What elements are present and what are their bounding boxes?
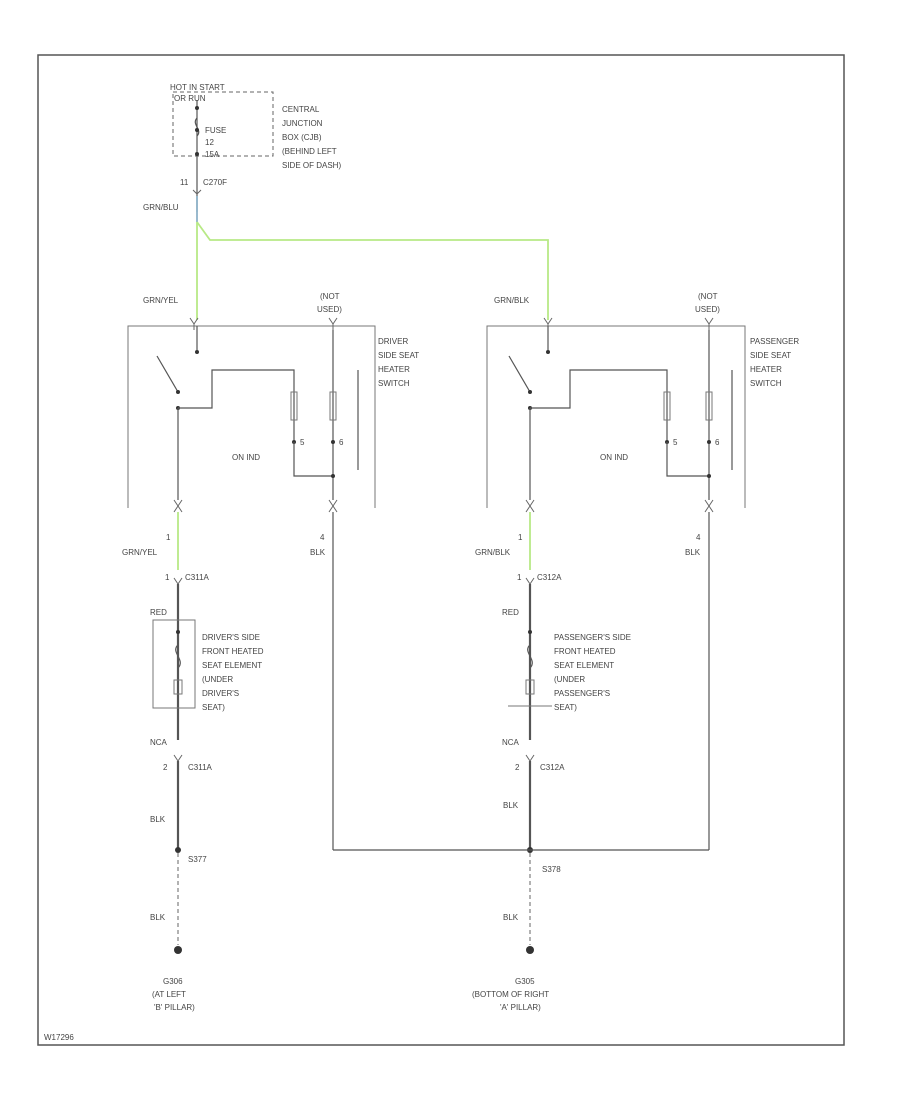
- passenger-hot-used-1: (NOT: [698, 292, 718, 301]
- passenger-pin-5: 5: [673, 438, 678, 447]
- driver-ground-loc-1: (AT LEFT: [152, 990, 186, 999]
- passenger-element-label-5: PASSENGER'S: [554, 689, 610, 698]
- driver-pin-1: 1: [166, 533, 171, 542]
- driver-conn-pin-1: 1: [165, 573, 170, 582]
- driver-pin-4: 4: [320, 533, 325, 542]
- fuse-label-3: 15A: [205, 150, 220, 159]
- passenger-element-label-1: PASSENGER'S SIDE: [554, 633, 631, 642]
- connector-label: C270F: [203, 178, 227, 187]
- driver-element-box: [152, 619, 196, 709]
- passenger-switch-label-4: SWITCH: [750, 379, 782, 388]
- passenger-conn-pin-1: 1: [517, 573, 522, 582]
- driver-splice: S377: [188, 855, 207, 864]
- driver-element-label-2: FRONT HEATED: [202, 647, 264, 656]
- driver-hot-used-2: USED): [317, 305, 342, 314]
- driver-pin-5: 5: [300, 438, 305, 447]
- junction-label-3: BOX (CJB): [282, 133, 322, 142]
- driver-element-label-5: DRIVER'S: [202, 689, 239, 698]
- passenger-conn-2: C312A: [540, 763, 565, 772]
- bus-wire: [196, 221, 549, 320]
- passenger-conn-pin-2: 2: [515, 763, 520, 772]
- driver-element-label-1: DRIVER'S SIDE: [202, 633, 260, 642]
- driver-hot-used-1: (NOT: [320, 292, 340, 301]
- driver-switch-label-4: SWITCH: [378, 379, 410, 388]
- diagram-frame: [37, 54, 845, 1046]
- junction-label-5: SIDE OF DASH): [282, 161, 341, 170]
- passenger-switch-label-3: HEATER: [750, 365, 782, 374]
- footer-ref: W17296: [44, 1033, 74, 1042]
- passenger-switch-contact: [508, 355, 531, 393]
- passenger-hot-used-2: USED): [695, 305, 720, 314]
- driver-conn-pin-2: 2: [163, 763, 168, 772]
- driver-switch-label-3: HEATER: [378, 365, 410, 374]
- passenger-splice: S378: [542, 865, 561, 874]
- connector-symbol: [192, 189, 202, 195]
- passenger-wire-top: GRN/BLK: [494, 296, 530, 305]
- fuse-symbol: [194, 117, 200, 137]
- driver-switch-box: [127, 325, 376, 508]
- driver-element-label-6: SEAT): [202, 703, 225, 712]
- passenger-thermostat-symbol: [527, 644, 533, 669]
- passenger-pin-6: 6: [715, 438, 720, 447]
- fuse-label-2: 12: [205, 138, 214, 147]
- junction-label-1: CENTRAL: [282, 105, 320, 114]
- hot-label-2: OR RUN: [174, 94, 206, 103]
- driver-nca: NCA: [150, 738, 168, 747]
- driver-switch-label-2: SIDE SEAT: [378, 351, 419, 360]
- driver-blk-1: BLK: [150, 815, 166, 824]
- driver-pin-6: 6: [339, 438, 344, 447]
- connector-pin-label: 11: [180, 178, 189, 187]
- passenger-switch-box: [486, 325, 746, 508]
- driver-conn-2: C311A: [188, 763, 213, 772]
- driver-element-label-3: SEAT ELEMENT: [202, 661, 262, 670]
- driver-conn-1: C311A: [185, 573, 210, 582]
- passenger-nca: NCA: [502, 738, 520, 747]
- driver-wire-top: GRN/YEL: [143, 296, 179, 305]
- passenger-element-label-2: FRONT HEATED: [554, 647, 616, 656]
- passenger-ground-icon: [526, 946, 534, 954]
- passenger-element-label-6: SEAT): [554, 703, 577, 712]
- driver-wire-mid: GRN/YEL: [122, 548, 158, 557]
- junction-label-2: JUNCTION: [282, 119, 323, 128]
- passenger-switch-label-1: PASSENGER: [750, 337, 799, 346]
- driver-thermostat-symbol: [175, 644, 181, 669]
- hot-label-1: HOT IN START: [170, 83, 225, 92]
- passenger-red-wire: RED: [502, 608, 519, 617]
- passenger-conn-1: C312A: [537, 573, 562, 582]
- passenger-circuit: GRN/BLK (NOT USED) PASSENGER SIDE SEAT H…: [472, 292, 799, 1012]
- driver-red-wire: RED: [150, 608, 167, 617]
- passenger-pin-4: 4: [696, 533, 701, 542]
- driver-switch-contact: [156, 355, 179, 393]
- passenger-pin-1: 1: [518, 533, 523, 542]
- driver-on-ind: ON IND: [232, 453, 260, 462]
- passenger-switch-label-2: SIDE SEAT: [750, 351, 791, 360]
- passenger-ground: G305: [515, 977, 535, 986]
- passenger-blk-2: BLK: [503, 913, 519, 922]
- driver-element-label-4: (UNDER: [202, 675, 233, 684]
- passenger-blk-right: BLK: [685, 548, 701, 557]
- feed-wire-color: GRN/BLU: [143, 203, 179, 212]
- passenger-element-label-4: (UNDER: [554, 675, 585, 684]
- driver-blk-right: BLK: [310, 548, 326, 557]
- driver-blk-2: BLK: [150, 913, 166, 922]
- passenger-on-ind: ON IND: [600, 453, 628, 462]
- passenger-blk-1: BLK: [503, 801, 519, 810]
- driver-ground: G306: [163, 977, 183, 986]
- junction-label-4: (BEHIND LEFT: [282, 147, 337, 156]
- driver-switch-label-1: DRIVER: [378, 337, 408, 346]
- power-section: HOT IN START OR RUN FUSE 12 15A CENTRAL …: [143, 83, 341, 222]
- passenger-wire-mid: GRN/BLK: [475, 548, 511, 557]
- cjb-outline: [172, 91, 274, 157]
- passenger-ground-loc-1: (BOTTOM OF RIGHT: [472, 990, 549, 999]
- driver-circuit: GRN/YEL (NOT USED) DRIVER SIDE SEAT HEAT…: [122, 292, 419, 1012]
- driver-ground-icon: [174, 946, 182, 954]
- passenger-ground-loc-2: 'A' PILLAR): [500, 1003, 541, 1012]
- fuse-label-1: FUSE: [205, 126, 226, 135]
- driver-ground-loc-2: 'B' PILLAR): [154, 1003, 195, 1012]
- passenger-element-label-3: SEAT ELEMENT: [554, 661, 614, 670]
